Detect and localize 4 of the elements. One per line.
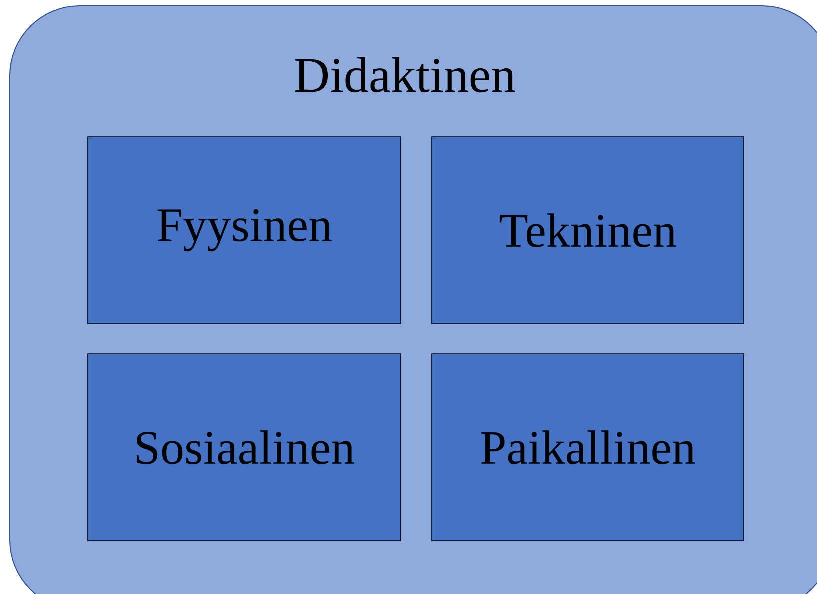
category-box: Fyysinen: [88, 136, 402, 324]
category-box: Sosiaalinen: [88, 354, 402, 542]
category-box: Tekninen: [432, 136, 744, 324]
category-box: Paikallinen: [432, 354, 744, 542]
